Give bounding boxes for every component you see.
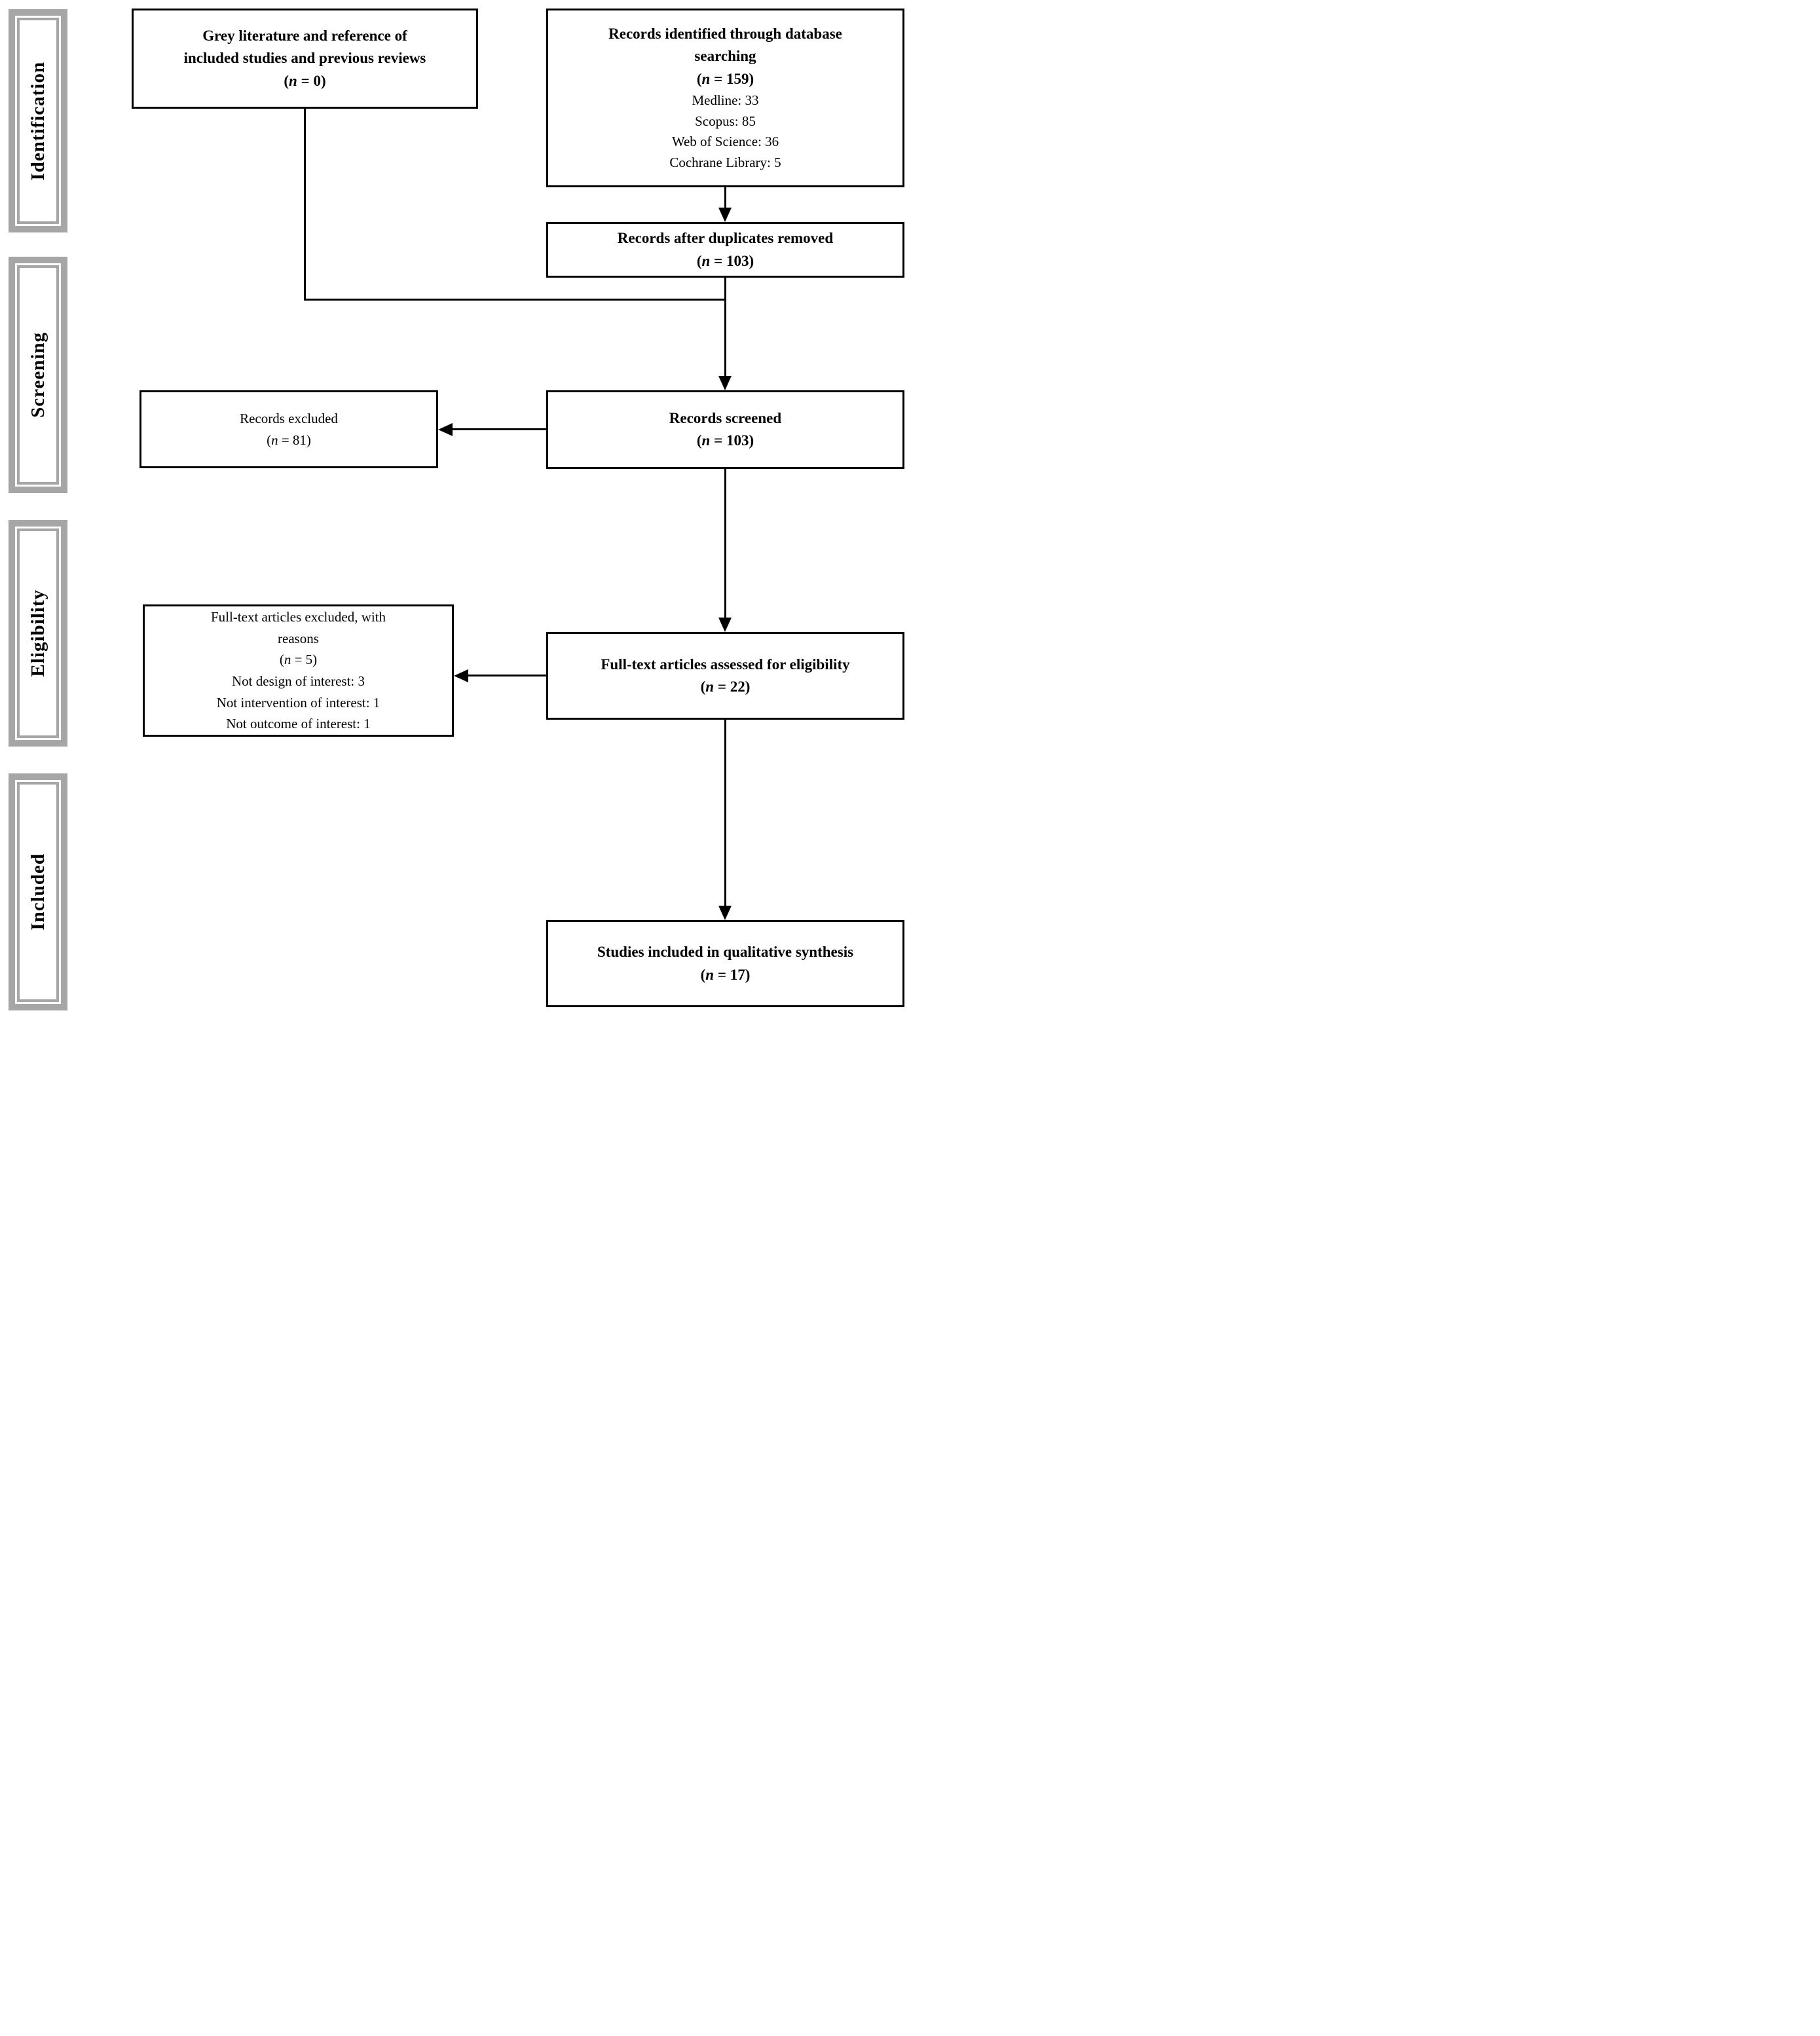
detail-line: Not design of interest: 3 <box>232 673 365 689</box>
connector-screened-to-excluded <box>451 428 546 430</box>
connector-assessed-to-included <box>724 720 726 906</box>
stage-eligibility: Eligibility <box>9 520 67 747</box>
n-count-line: (n = 0) <box>284 72 326 89</box>
connector-screened-to-assessed <box>724 469 726 618</box>
box-qualitative-synthesis: Studies included in qualitative synthesi… <box>546 920 904 1007</box>
box-title-line: searching <box>694 48 756 65</box>
box-title-line: Records after duplicates removed <box>617 230 834 246</box>
n-count-line: (n = 103) <box>696 432 754 449</box>
stage-label: Identification <box>27 61 48 181</box>
box-title-line: Studies included in qualitative synthesi… <box>597 944 854 960</box>
detail-line: Medline: 33 <box>692 92 759 109</box>
arrowhead-down-icon <box>718 906 732 920</box>
n-count-line: (n = 103) <box>696 252 754 269</box>
box-after-duplicates: Records after duplicates removed (n = 10… <box>546 222 904 278</box>
box-title-line: Full-text articles excluded, with <box>210 609 386 625</box>
arrowhead-left-icon <box>438 423 453 436</box>
n-count-line: (n = 22) <box>700 678 751 695</box>
stage-screening: Screening <box>9 257 67 493</box>
box-records-excluded: Records excluded (n = 81) <box>139 390 438 468</box>
stage-frame: Eligibility <box>17 528 59 738</box>
stage-frame: Included <box>17 782 59 1002</box>
box-title-line: reasons <box>278 630 319 646</box>
box-title-line: Grey literature and reference of <box>202 27 407 44</box>
box-title-line: included studies and previous reviews <box>183 50 426 67</box>
box-fulltext-excluded: Full-text articles excluded, with reason… <box>143 604 454 737</box>
prisma-flow-diagram: Identification Screening Eligibility Inc… <box>0 0 910 1018</box>
connector-duplicates-to-screened <box>724 278 726 376</box>
stage-frame: Identification <box>17 18 59 224</box>
n-count-line: (n = 81) <box>267 432 311 448</box>
connector-grey-literature-merge <box>304 299 726 301</box>
n-count-line: (n = 17) <box>700 966 751 983</box>
box-title-line: Records excluded <box>240 410 338 426</box>
arrowhead-left-icon <box>454 669 468 682</box>
n-count-line: (n = 159) <box>696 70 754 87</box>
stage-label: Included <box>27 853 48 931</box>
box-records-screened: Records screened (n = 103) <box>546 390 904 469</box>
detail-line: Not intervention of interest: 1 <box>216 694 381 711</box>
connector-assessed-to-excluded <box>467 675 546 676</box>
detail-line: Not outcome of interest: 1 <box>226 716 371 732</box>
stage-label: Screening <box>27 332 48 418</box>
n-count-line: (n = 5) <box>279 652 318 668</box>
arrowhead-down-icon <box>718 376 732 390</box>
stage-identification: Identification <box>9 9 67 232</box>
box-fulltext-assessed: Full-text articles assessed for eligibil… <box>546 632 904 720</box>
box-title-line: Records identified through database <box>608 25 842 42</box>
detail-line: Web of Science: 36 <box>671 134 779 150</box>
detail-line: Scopus: 85 <box>695 113 756 129</box>
stage-included: Included <box>9 773 67 1010</box>
box-title-line: Full-text articles assessed for eligibil… <box>601 656 850 673</box>
connector-identified-to-duplicates <box>724 187 726 209</box>
box-title-line: Records screened <box>669 409 782 426</box>
box-records-identified: Records identified through database sear… <box>546 9 904 187</box>
stage-label: Eligibility <box>27 589 48 677</box>
box-grey-literature: Grey literature and reference of include… <box>132 9 478 109</box>
stage-frame: Screening <box>17 265 59 485</box>
arrowhead-down-icon <box>718 208 732 222</box>
connector-grey-literature-down <box>304 109 306 301</box>
arrowhead-down-icon <box>718 618 732 632</box>
detail-line: Cochrane Library: 5 <box>669 154 781 170</box>
